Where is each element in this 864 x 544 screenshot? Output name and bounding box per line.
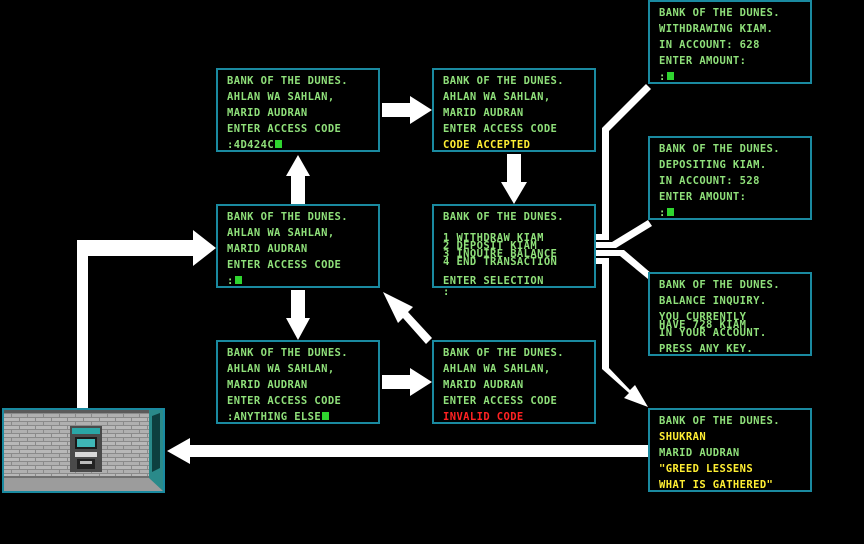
account-balance: IN ACCOUNT: 528 [659,175,760,187]
screen-goodbye: BANK OF THE DUNES. SHUKRAN MARID AUDRAN … [648,408,812,492]
status-message: CODE ACCEPTED [443,139,531,151]
bank-header: BANK OF THE DUNES. [659,143,780,155]
amount-entry-field[interactable]: : [659,69,810,85]
amount-entry-text: : [659,207,666,219]
bank-header: BANK OF THE DUNES. [227,211,348,223]
text-cursor [275,140,283,148]
quote-line-2: WHAT IS GATHERED" [659,479,774,491]
quote-line-1: "GREED LESSENS [659,463,754,475]
greeting: AHLAN WA SAHLAN, [227,91,335,103]
menu-option-inquire[interactable]: 3 INQUIRE BALANCE [443,248,558,260]
selection-entry-text: : [443,286,450,298]
balance-line-1: YOU CURRENTLY [659,311,747,323]
arrow-atm-to-login [77,230,216,410]
text-cursor [666,208,674,216]
menu-option-deposit[interactable]: 2 DEPOSIT KIAM [443,240,538,252]
bank-header: BANK OF THE DUNES. [443,347,564,359]
arrow-input-to-accepted [382,96,432,124]
action-title: DEPOSITING KIAM. [659,159,767,171]
selection-prompt: ENTER SELECTION [443,275,544,287]
access-prompt: ENTER ACCESS CODE [227,395,342,407]
screen-wrong-input: BANK OF THE DUNES. AHLAN WA SAHLAN, MARI… [216,340,380,424]
greeting: AHLAN WA SAHLAN, [227,227,335,239]
screen-withdraw: BANK OF THE DUNES. WITHDRAWING KIAM. IN … [648,0,812,84]
access-prompt: ENTER ACCESS CODE [443,123,558,135]
customer-name: MARID AUDRAN [443,379,524,391]
greeting: AHLAN WA SAHLAN, [227,363,335,375]
screen-invalid-code: BANK OF THE DUNES. AHLAN WA SAHLAN, MARI… [432,340,596,424]
access-prompt: ENTER ACCESS CODE [227,123,342,135]
customer-name: MARID AUDRAN [227,243,308,255]
arrow-wrong-to-invalid [382,368,432,396]
screen-balance-inquiry: BANK OF THE DUNES. BALANCE INQUIRY. YOU … [648,272,812,356]
screen-code-accepted: BANK OF THE DUNES. AHLAN WA SAHLAN, MARI… [432,68,596,152]
balance-message: YOU CURRENTLY HAVE 728 KIAM IN YOUR ACCO… [659,311,810,339]
text-cursor [322,412,330,420]
amount-prompt: ENTER AMOUNT: [659,55,747,67]
bank-header: BANK OF THE DUNES. [227,75,348,87]
text-cursor [666,72,674,80]
code-entry-text: :4D424C [227,139,275,151]
text-cursor [234,276,242,284]
screen-deposit: BANK OF THE DUNES. DEPOSITING KIAM. IN A… [648,136,812,220]
arrow-invalid-to-login [383,292,432,344]
code-entry-text: : [227,275,234,287]
code-entry-text: :ANYTHING ELSE [227,411,322,423]
balance-line-2: HAVE 728 KIAM [659,319,747,331]
screen-login-input: BANK OF THE DUNES. AHLAN WA SAHLAN, MARI… [216,68,380,152]
wire-withdraw [580,84,651,240]
customer-name: MARID AUDRAN [443,107,524,119]
action-title: WITHDRAWING KIAM. [659,23,774,35]
bank-header: BANK OF THE DUNES. [659,279,780,291]
screen-login-start: BANK OF THE DUNES. AHLAN WA SAHLAN, MARI… [216,204,380,288]
amount-prompt: ENTER AMOUNT: [659,191,747,203]
atm-wall-illustration [4,410,163,491]
arrow-accepted-to-menu [501,154,527,204]
continue-prompt: PRESS ANY KEY. [659,343,754,355]
menu-options: 1 WITHDRAW KIAM 2 DEPOSIT KIAM 3 INQUIRE… [443,232,594,268]
balance-line-3: IN YOUR ACCOUNT. [659,327,767,339]
code-entry-field[interactable]: :ANYTHING ELSE [227,409,378,425]
code-entry-field[interactable]: :4D424C [227,137,378,153]
amount-entry-text: : [659,71,666,83]
greeting: AHLAN WA SAHLAN, [443,91,551,103]
amount-entry-field[interactable]: : [659,205,810,221]
wire-end [580,258,648,407]
bank-header: BANK OF THE DUNES. [659,415,780,427]
screen-main-menu: BANK OF THE DUNES. 1 WITHDRAW KIAM 2 DEP… [432,204,596,297]
bank-header: BANK OF THE DUNES. [443,75,564,87]
arrow-down-wrong [286,290,310,340]
arrow-goodbye-to-atm [167,438,648,464]
atm-scene-image [2,408,165,493]
status-message: INVALID CODE [443,411,524,423]
customer-name: MARID AUDRAN [227,107,308,119]
code-entry-field[interactable]: : [227,273,378,289]
account-balance: IN ACCOUNT: 628 [659,39,760,51]
customer-name: MARID AUDRAN [227,379,308,391]
greeting: AHLAN WA SAHLAN, [443,363,551,375]
menu-option-withdraw[interactable]: 1 WITHDRAW KIAM [443,232,544,244]
selection-entry-field[interactable]: : [443,286,594,299]
action-title: BALANCE INQUIRY. [659,295,767,307]
bank-header: BANK OF THE DUNES. [227,347,348,359]
access-prompt: ENTER ACCESS CODE [227,259,342,271]
menu-option-end[interactable]: 4 END TRANSACTION [443,256,558,268]
arrow-up-login [286,155,310,204]
bank-header: BANK OF THE DUNES. [443,211,564,223]
customer-name: MARID AUDRAN [659,447,740,459]
farewell: SHUKRAN [659,431,707,443]
bank-header: BANK OF THE DUNES. [659,7,780,19]
access-prompt: ENTER ACCESS CODE [443,395,558,407]
